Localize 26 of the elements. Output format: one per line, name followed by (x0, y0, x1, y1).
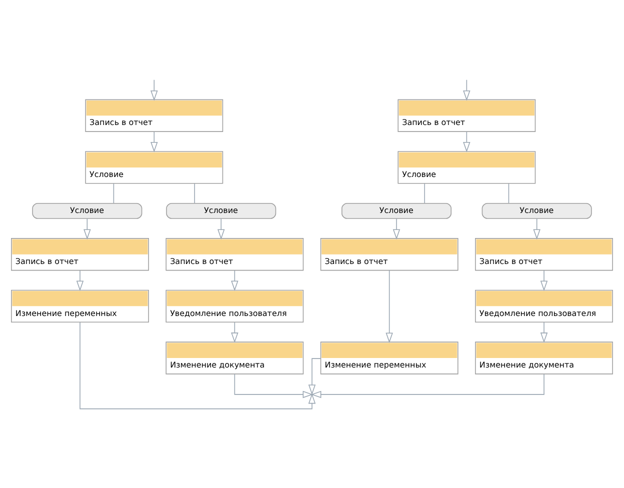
connector (424, 183, 426, 204)
arrow (463, 79, 470, 101)
connector (194, 183, 195, 204)
arrow (217, 218, 225, 240)
node-box: Условие (482, 202, 592, 219)
connector (113, 183, 114, 204)
arrow (150, 131, 158, 152)
arrow (392, 218, 400, 240)
connector (508, 183, 510, 204)
arrow (234, 374, 314, 398)
arrow (231, 322, 238, 343)
arrow (386, 270, 393, 344)
arrow (80, 322, 316, 410)
arrow (76, 270, 84, 292)
arrow (463, 131, 470, 152)
arrow (231, 270, 238, 292)
arrow (540, 322, 548, 343)
node-box: Условие (342, 202, 452, 219)
node-box: Условие (166, 202, 276, 219)
arrow (84, 218, 91, 240)
arrow (150, 79, 158, 101)
arrow (533, 218, 540, 240)
node-box: Условие (32, 202, 142, 219)
arrow (540, 270, 548, 292)
arrow (310, 374, 544, 398)
arrow (308, 358, 321, 395)
